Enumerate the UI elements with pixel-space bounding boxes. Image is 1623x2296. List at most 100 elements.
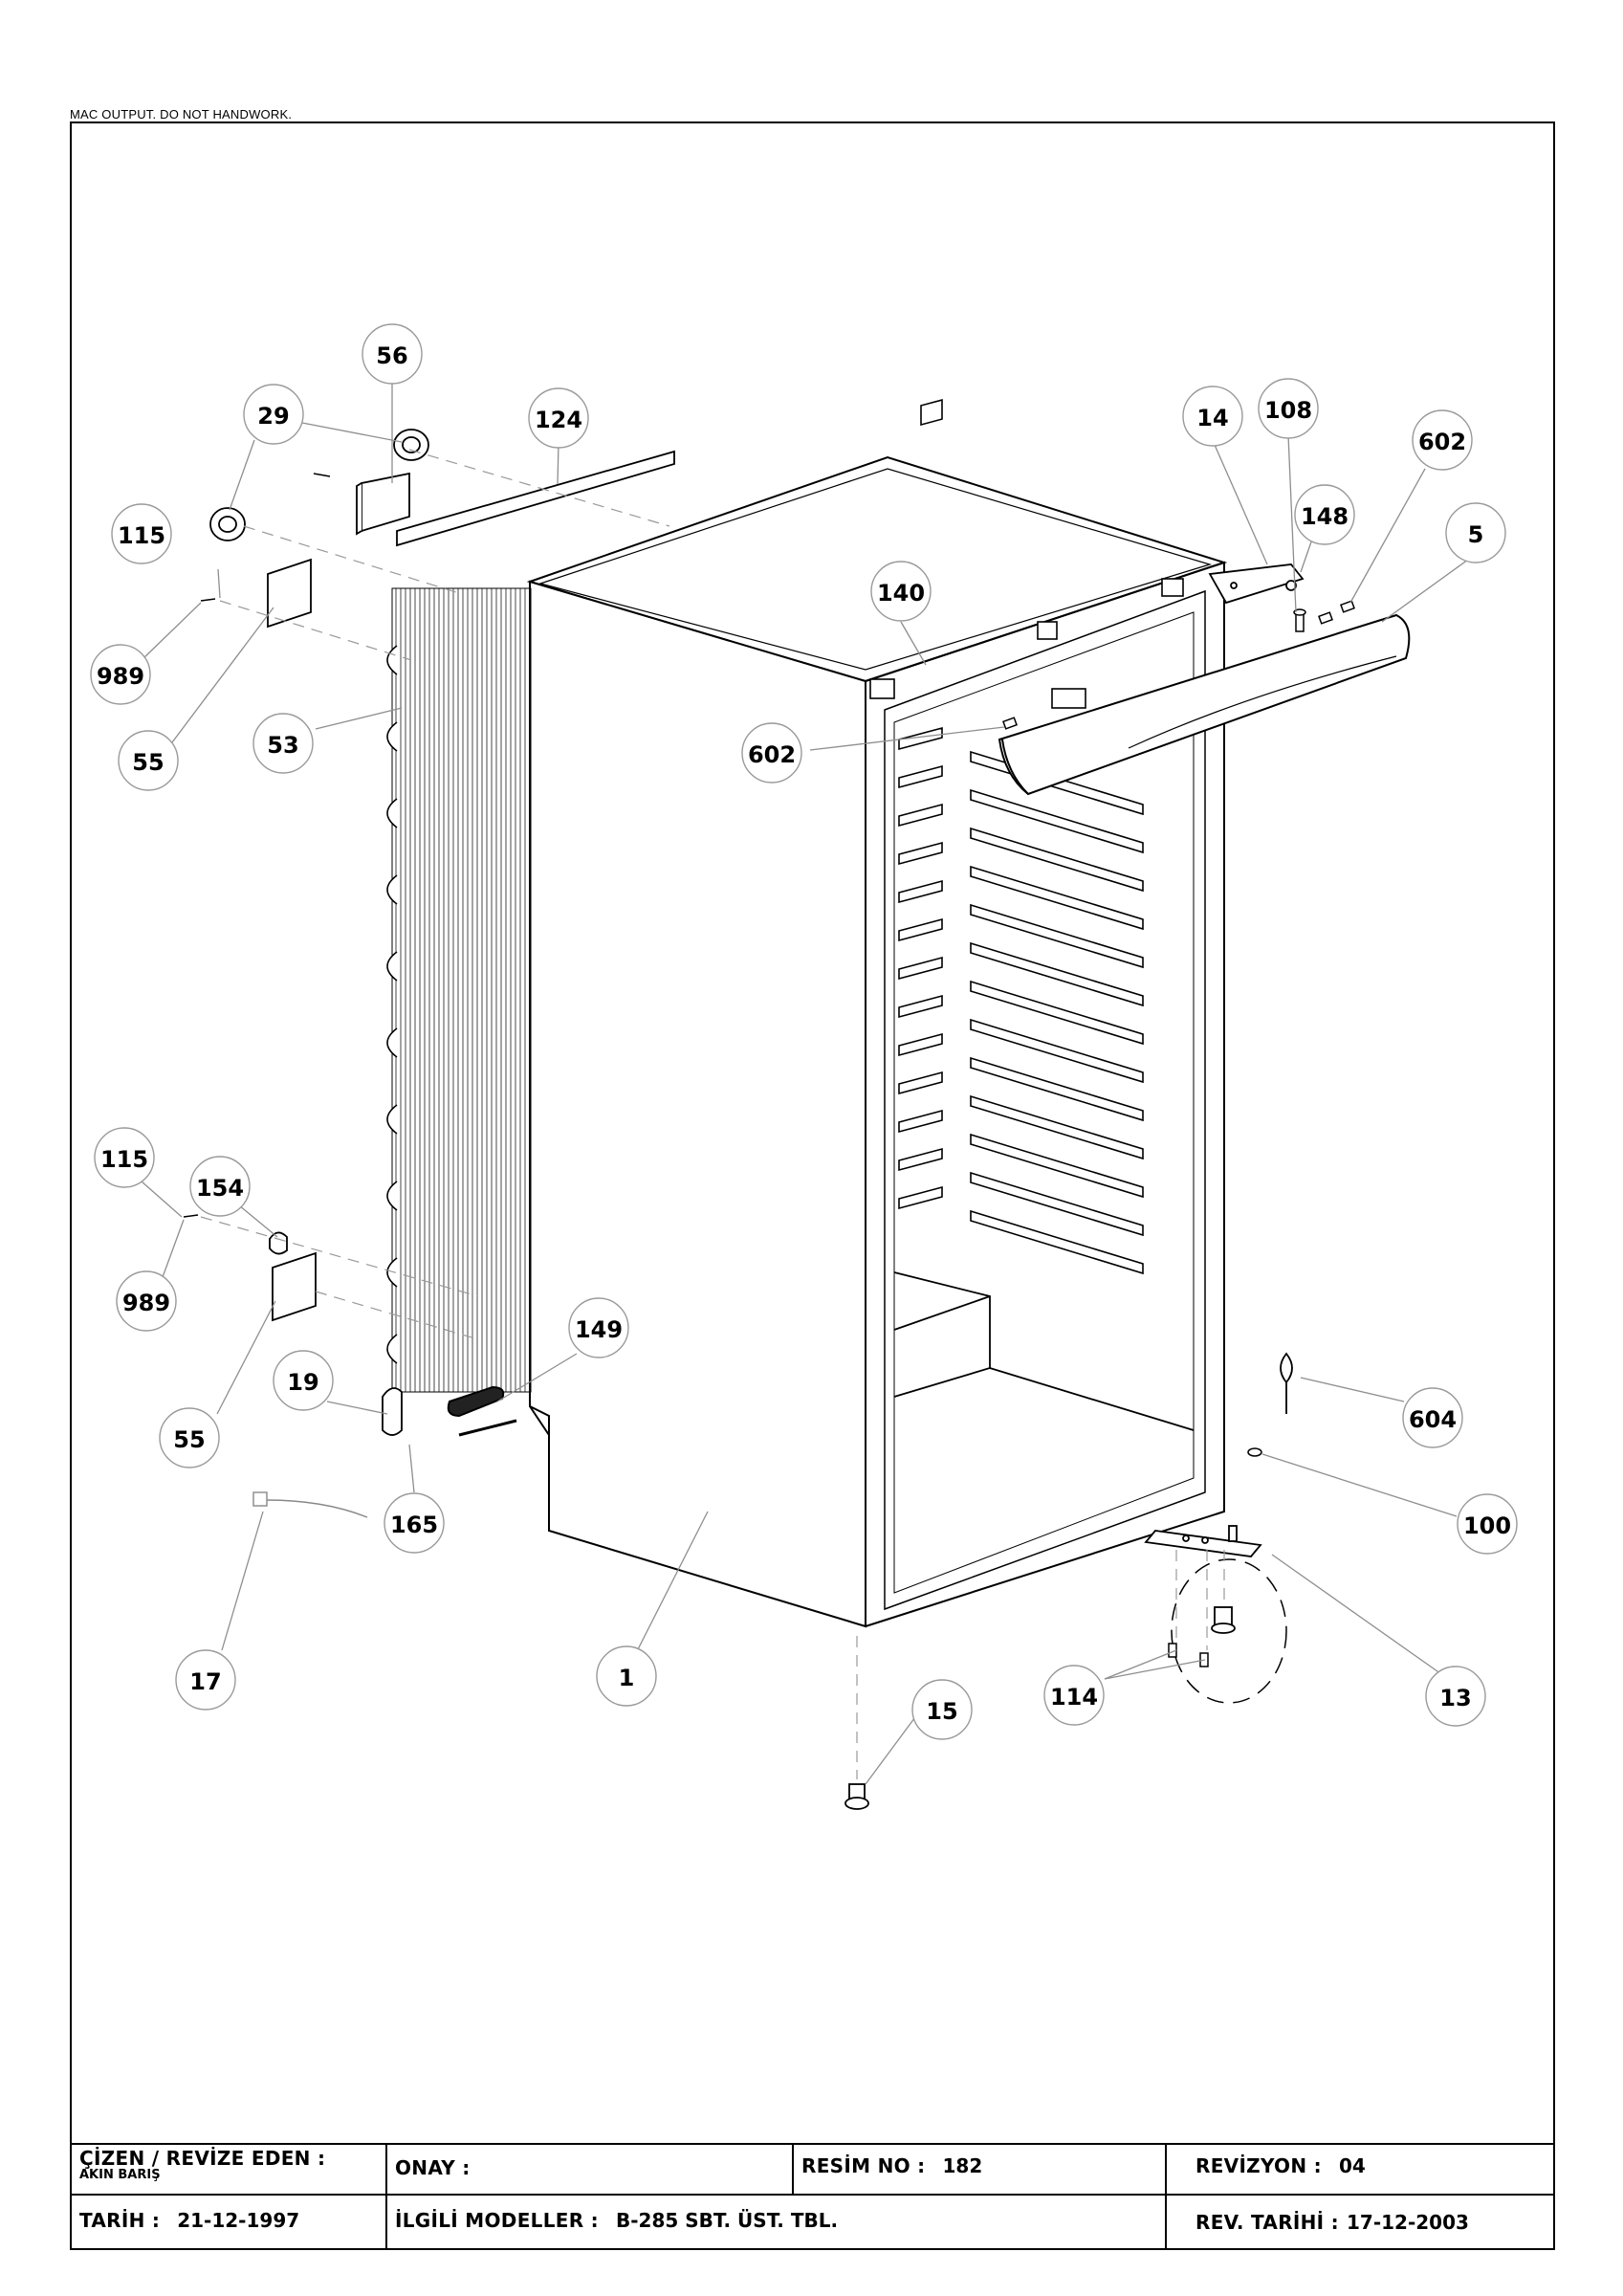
part-label: 1 [619, 1665, 635, 1691]
part-label: 100 [1463, 1512, 1511, 1539]
interior-right-ribs [970, 750, 1144, 1275]
cabinet-body [526, 455, 1228, 1628]
label-bubbles [90, 323, 1518, 1740]
tb-date: 21-12-1997 [177, 2209, 300, 2232]
bubble-circle [528, 387, 589, 449]
top-hinge-cover [998, 613, 1411, 796]
drain-tube [447, 1385, 517, 1437]
bubble-circle [252, 713, 314, 774]
tb-date-cell: TARİH : 21-12-1997 [72, 2196, 387, 2248]
bubble-circle [568, 1297, 629, 1358]
bubble-circle [1412, 409, 1473, 471]
part-label: 989 [97, 663, 144, 690]
label-texts: 56 29 124 115 989 55 53 14 108 602 148 5… [97, 342, 1511, 1725]
bubble-circle [273, 1350, 334, 1411]
bracket-55-lower [272, 1251, 317, 1322]
bubble-circle [243, 384, 304, 445]
tb-approval-cell: ONAY : [387, 2145, 794, 2196]
tb-rev-date-label: REV. TARİHİ : [1195, 2211, 1339, 2234]
part-label: 19 [287, 1369, 318, 1396]
tb-rev-date: 17-12-2003 [1346, 2211, 1469, 2234]
part-label: 154 [196, 1175, 244, 1202]
bubble-circle [118, 730, 179, 791]
part-label: 604 [1409, 1406, 1457, 1433]
foot-15 [844, 1783, 869, 1810]
part-label: 989 [122, 1290, 170, 1316]
bubble-circle [94, 1127, 155, 1188]
rail-124 [396, 450, 675, 547]
part-label: 602 [748, 741, 796, 768]
screws-115 [183, 473, 331, 1218]
tb-drawn-label: ÇİZEN / REVİZE EDEN : [79, 2147, 326, 2170]
top-latches [869, 399, 1184, 709]
bubble-circle [1043, 1665, 1105, 1726]
bottom-hinge [1144, 1525, 1287, 1704]
bubble-circle [90, 644, 151, 705]
title-block: ÇİZEN / REVİZE EDEN : AKIN BARIŞ ONAY : … [70, 2143, 1555, 2250]
bracket-55-upper [267, 558, 312, 629]
assembly-lines [200, 449, 1225, 1779]
bubble-circle [1258, 378, 1319, 439]
part-label: 56 [376, 342, 407, 369]
screws-top [1002, 600, 1355, 730]
tb-models: B-285 SBT. ÜST. TBL. [615, 2209, 839, 2232]
leader-lines [141, 378, 1469, 1785]
tb-drawing-no: 182 [942, 2154, 983, 2177]
bubble-circle [111, 503, 172, 564]
part-label: 115 [100, 1146, 148, 1173]
bracket-56 [356, 472, 410, 536]
part-label: 140 [877, 580, 925, 607]
bubble-circle [116, 1270, 177, 1332]
bubble-circle [1445, 502, 1506, 563]
tb-models-label: İLGİLİ MODELLER : [395, 2209, 599, 2232]
part-label: 5 [1468, 521, 1484, 548]
bushing-29-upper [393, 429, 429, 461]
part-label: 29 [257, 403, 289, 430]
bubble-circle [870, 561, 932, 622]
cable-tie [252, 1491, 368, 1518]
bottom-foot-13 [1211, 1606, 1236, 1634]
part-label: 14 [1196, 405, 1228, 431]
part-label: 124 [535, 407, 582, 433]
hinge-pin [1293, 608, 1306, 632]
tb-drawn-name: AKIN BARIŞ [79, 2168, 161, 2182]
tb-revision: 04 [1338, 2154, 1366, 2177]
tb-drawing-no-label: RESİM NO : [801, 2154, 926, 2177]
bubble-circle [1425, 1666, 1486, 1727]
tb-revision-cell: REVİZYON : 04 [1167, 2145, 1553, 2196]
part-label: 17 [189, 1668, 221, 1695]
part-label: 115 [118, 522, 165, 549]
compressor-step [893, 1271, 1195, 1431]
bubble-circle [596, 1645, 657, 1707]
tb-rev-date-cell: REV. TARİHİ : 17-12-2003 [1167, 2196, 1553, 2248]
bubble-circle [1294, 484, 1355, 545]
bubble-circle [175, 1649, 236, 1711]
bubble-circle [159, 1407, 220, 1468]
part-label: 13 [1439, 1685, 1471, 1711]
interior-shelf-ribs [898, 726, 943, 1210]
part-label: 149 [575, 1316, 623, 1343]
part-label: 53 [267, 732, 298, 759]
part-label: 114 [1050, 1684, 1098, 1711]
tb-models-cell: İLGİLİ MODELLER : B-285 SBT. ÜST. TBL. [387, 2196, 1167, 2248]
bubble-circle [384, 1492, 445, 1554]
part-label: 148 [1301, 503, 1349, 530]
part-label: 55 [132, 749, 164, 776]
part-label: 55 [173, 1426, 205, 1453]
washer-100 [1247, 1447, 1262, 1457]
bubble-circle [741, 722, 802, 784]
tb-date-label: TARİH : [79, 2209, 161, 2232]
header-note: MAC OUTPUT. DO NOT HANDWORK. [70, 107, 293, 121]
tb-revision-label: REVİZYON : [1195, 2154, 1322, 2177]
bubble-circle [189, 1156, 251, 1217]
part-label: 108 [1264, 397, 1312, 424]
bubble-circle [1457, 1493, 1518, 1555]
bubble-circle [1402, 1387, 1463, 1448]
clamp-19 [382, 1387, 403, 1436]
part-label: 15 [926, 1698, 957, 1725]
condenser-coil [386, 587, 532, 1393]
top-hinge-bracket [1208, 563, 1305, 605]
bubble-circle [362, 323, 423, 385]
tb-drawing-no-cell: RESİM NO : 182 [794, 2145, 1167, 2196]
